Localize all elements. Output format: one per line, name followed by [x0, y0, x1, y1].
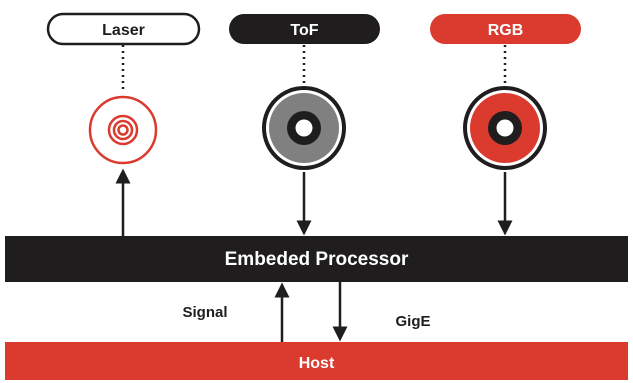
tof-label: ToF — [290, 22, 318, 39]
processor-label: Embeded Processor — [225, 249, 409, 270]
rgb-label: RGB — [488, 22, 524, 39]
laser-label: Laser — [102, 22, 145, 39]
laser-lens-icon — [88, 95, 158, 165]
gige-label: GigE — [395, 313, 430, 330]
rgb-lens-icon — [463, 86, 547, 170]
rgb-pill: RGB — [430, 14, 581, 44]
tof-lens-icon — [262, 86, 346, 170]
host-label: Host — [299, 355, 335, 372]
host-bar: Host — [5, 342, 628, 380]
tof-pill: ToF — [229, 14, 380, 44]
signal-label: Signal — [182, 304, 227, 321]
laser-pill: Laser — [46, 12, 201, 46]
processor-bar: Embeded Processor — [5, 236, 628, 282]
